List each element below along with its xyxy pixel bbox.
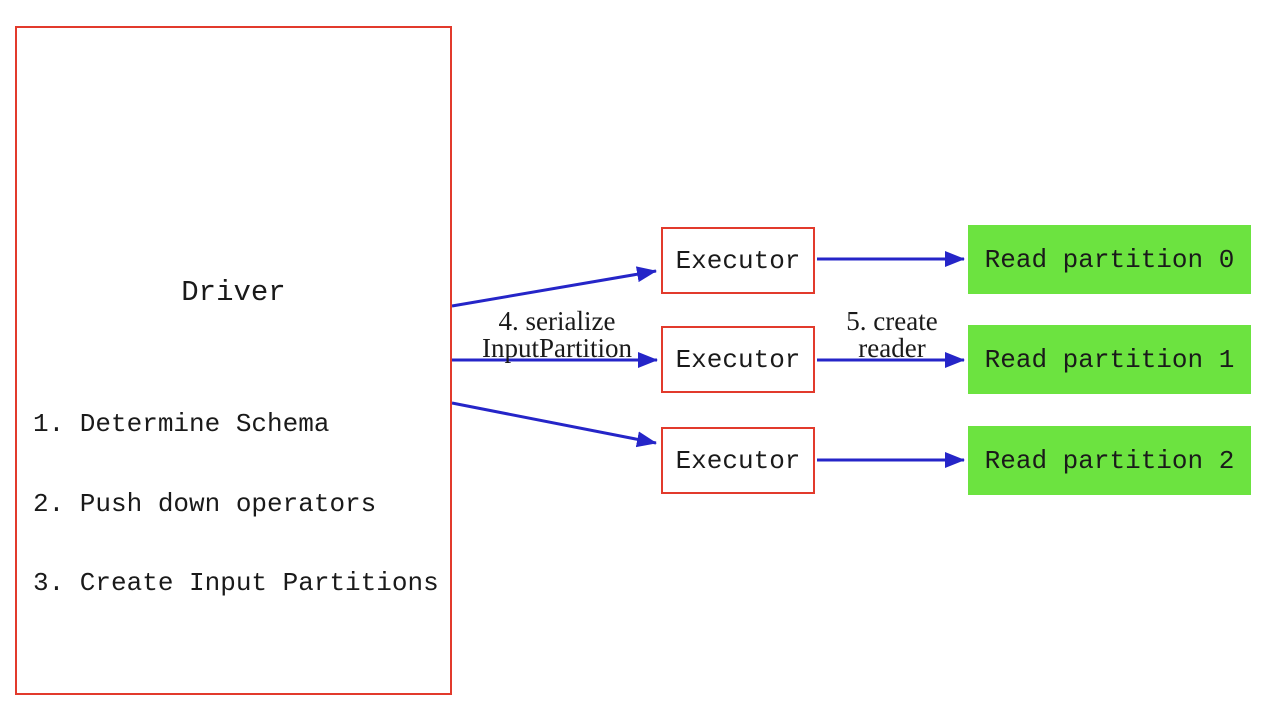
read-partition-0-label: Read partition 0 bbox=[984, 244, 1235, 275]
driver-step-3: 3. Create Input Partitions bbox=[33, 568, 439, 598]
driver-box: Driver 1. Determine Schema 2. Push down … bbox=[15, 26, 452, 695]
read-partition-box-0: Read partition 0 bbox=[968, 225, 1251, 294]
executor-2-label: Executor bbox=[675, 344, 801, 375]
executor-box-1: Executor bbox=[661, 227, 815, 294]
driver-steps-list: 1. Determine Schema 2. Push down operato… bbox=[33, 358, 439, 650]
read-partition-2-label: Read partition 2 bbox=[984, 445, 1235, 476]
read-partition-box-1: Read partition 1 bbox=[968, 325, 1251, 394]
driver-title: Driver bbox=[181, 276, 286, 309]
driver-step-2: 2. Push down operators bbox=[33, 488, 377, 519]
edge-label-serialize-inputpartition: 4. serialize InputPartition bbox=[467, 308, 647, 362]
edge-label-serialize-line1: 4. serialize bbox=[498, 306, 616, 336]
edge-label-create-reader: 5. create reader bbox=[832, 308, 952, 362]
edge-label-serialize-line2: InputPartition bbox=[482, 333, 632, 363]
read-partition-box-2: Read partition 2 bbox=[968, 426, 1251, 495]
driver-step-1: 1. Determine Schema bbox=[33, 409, 330, 439]
executor-box-2: Executor bbox=[661, 326, 815, 393]
edge-label-reader-line2: reader bbox=[858, 333, 926, 363]
arrow-driver-to-executor-1 bbox=[451, 266, 657, 308]
executor-box-3: Executor bbox=[661, 427, 815, 494]
arrow-driver-to-executor-3 bbox=[451, 401, 657, 448]
executor-3-label: Executor bbox=[675, 445, 801, 476]
edge-label-reader-line1: 5. create bbox=[846, 306, 938, 336]
read-partition-1-label: Read partition 1 bbox=[984, 344, 1235, 375]
executor-1-label: Executor bbox=[675, 245, 801, 276]
